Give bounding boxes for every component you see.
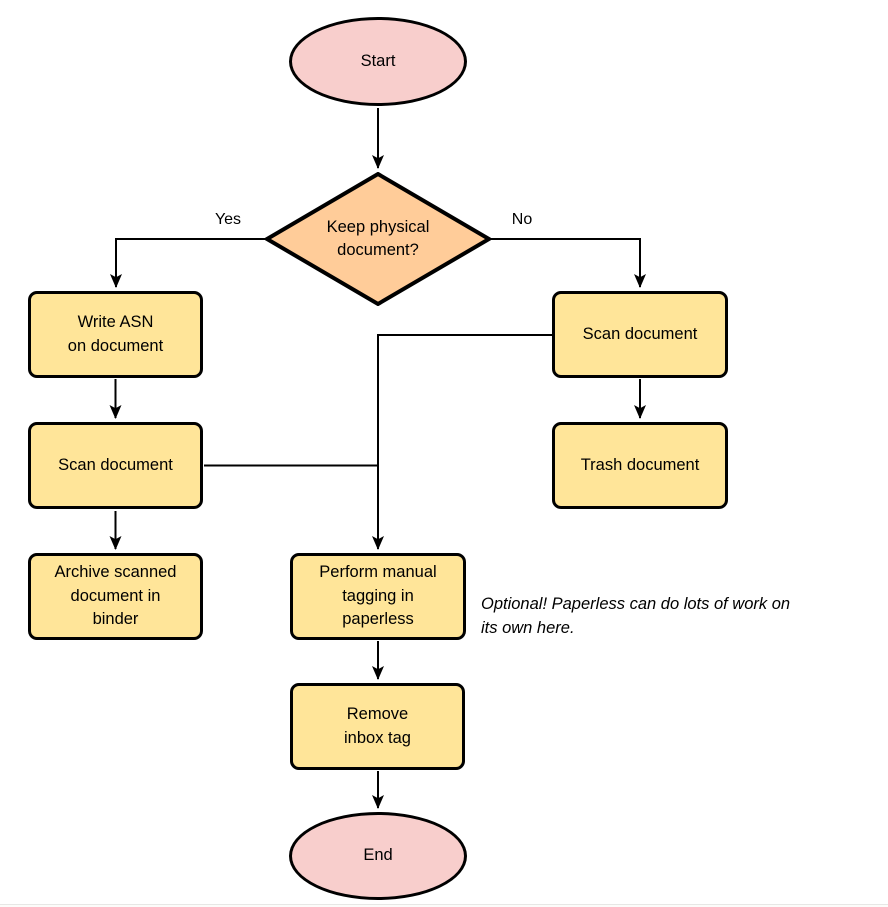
edge-label-yes: Yes (214, 211, 242, 228)
decision-label: Keep physical document? (326, 217, 430, 259)
process-scan-document-right: Scan document (552, 291, 728, 378)
edge-scan-right-to-tagging (372, 334, 552, 550)
process-scan-document-right-label: Scan document (582, 324, 698, 343)
end-node: End (289, 812, 467, 900)
process-scan-document-left-label: Scan document (58, 455, 173, 474)
start-node: Start (289, 17, 467, 106)
process-archive-in-binder: Archive scanned document in binder (28, 553, 203, 640)
process-manual-tagging: Perform manual tagging in paperless (290, 553, 466, 640)
process-remove-inbox-tag-label: Remove inbox tag (344, 705, 411, 747)
edge-label-no: No (511, 211, 533, 228)
process-trash-document: Trash document (552, 422, 728, 509)
edge-decision-no-to-scan-right (489, 238, 646, 288)
process-manual-tagging-label: Perform manual tagging in paperless (319, 563, 437, 629)
end-node-label: End (363, 846, 393, 865)
process-remove-inbox-tag: Remove inbox tag (290, 683, 465, 770)
process-write-asn-label: Write ASN on document (67, 313, 164, 355)
process-scan-document-left: Scan document (28, 422, 203, 509)
process-trash-document-label: Trash document (580, 455, 700, 474)
process-archive-in-binder-label: Archive scanned document in binder (54, 563, 177, 629)
start-node-label: Start (360, 51, 396, 70)
diamond-shape (265, 172, 491, 306)
decision-keep-physical-document: Keep physical document? (265, 172, 491, 306)
page-bottom-divider (0, 904, 888, 907)
process-write-asn: Write ASN on document (28, 291, 203, 378)
edge-decision-yes-to-write-asn (110, 238, 267, 288)
annotation-optional-note: Optional! Paperless can do lots of work … (481, 595, 791, 637)
